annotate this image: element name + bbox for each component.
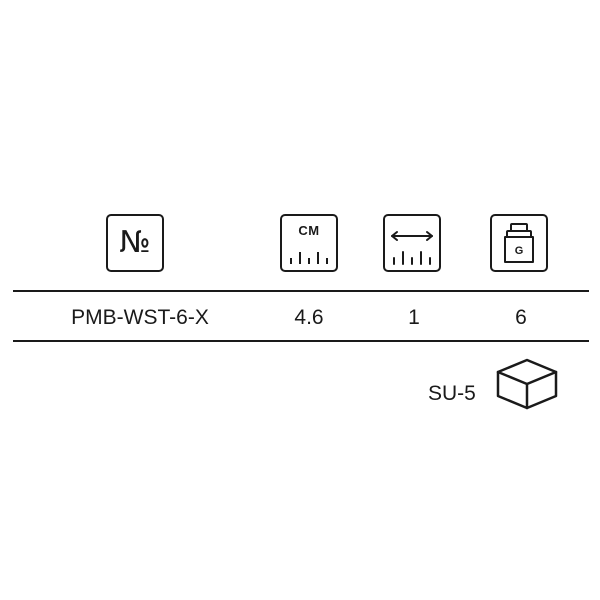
width-arrow-icon xyxy=(383,214,441,272)
length-value: 4.6 xyxy=(294,306,324,329)
article-number: PMB-WST-6-X xyxy=(71,306,209,329)
ruler-ticks xyxy=(290,252,328,264)
weight-unit-label: G xyxy=(515,245,524,257)
number-sign-text: № xyxy=(119,225,151,260)
table-top-rule xyxy=(13,290,589,292)
width-arrow-graphic xyxy=(391,231,433,265)
table-bottom-rule xyxy=(13,340,589,342)
width-value: 1 xyxy=(408,306,420,329)
length-unit-label: CM xyxy=(298,223,320,238)
packaging-label: SU-5 xyxy=(428,382,476,405)
weight-graphic: G xyxy=(504,223,534,263)
ruler-cm-icon: CM xyxy=(280,214,338,272)
box-icon xyxy=(496,358,558,410)
number-sign-icon: № xyxy=(106,214,164,272)
weight-icon: G xyxy=(490,214,548,272)
weight-value: 6 xyxy=(515,306,527,329)
